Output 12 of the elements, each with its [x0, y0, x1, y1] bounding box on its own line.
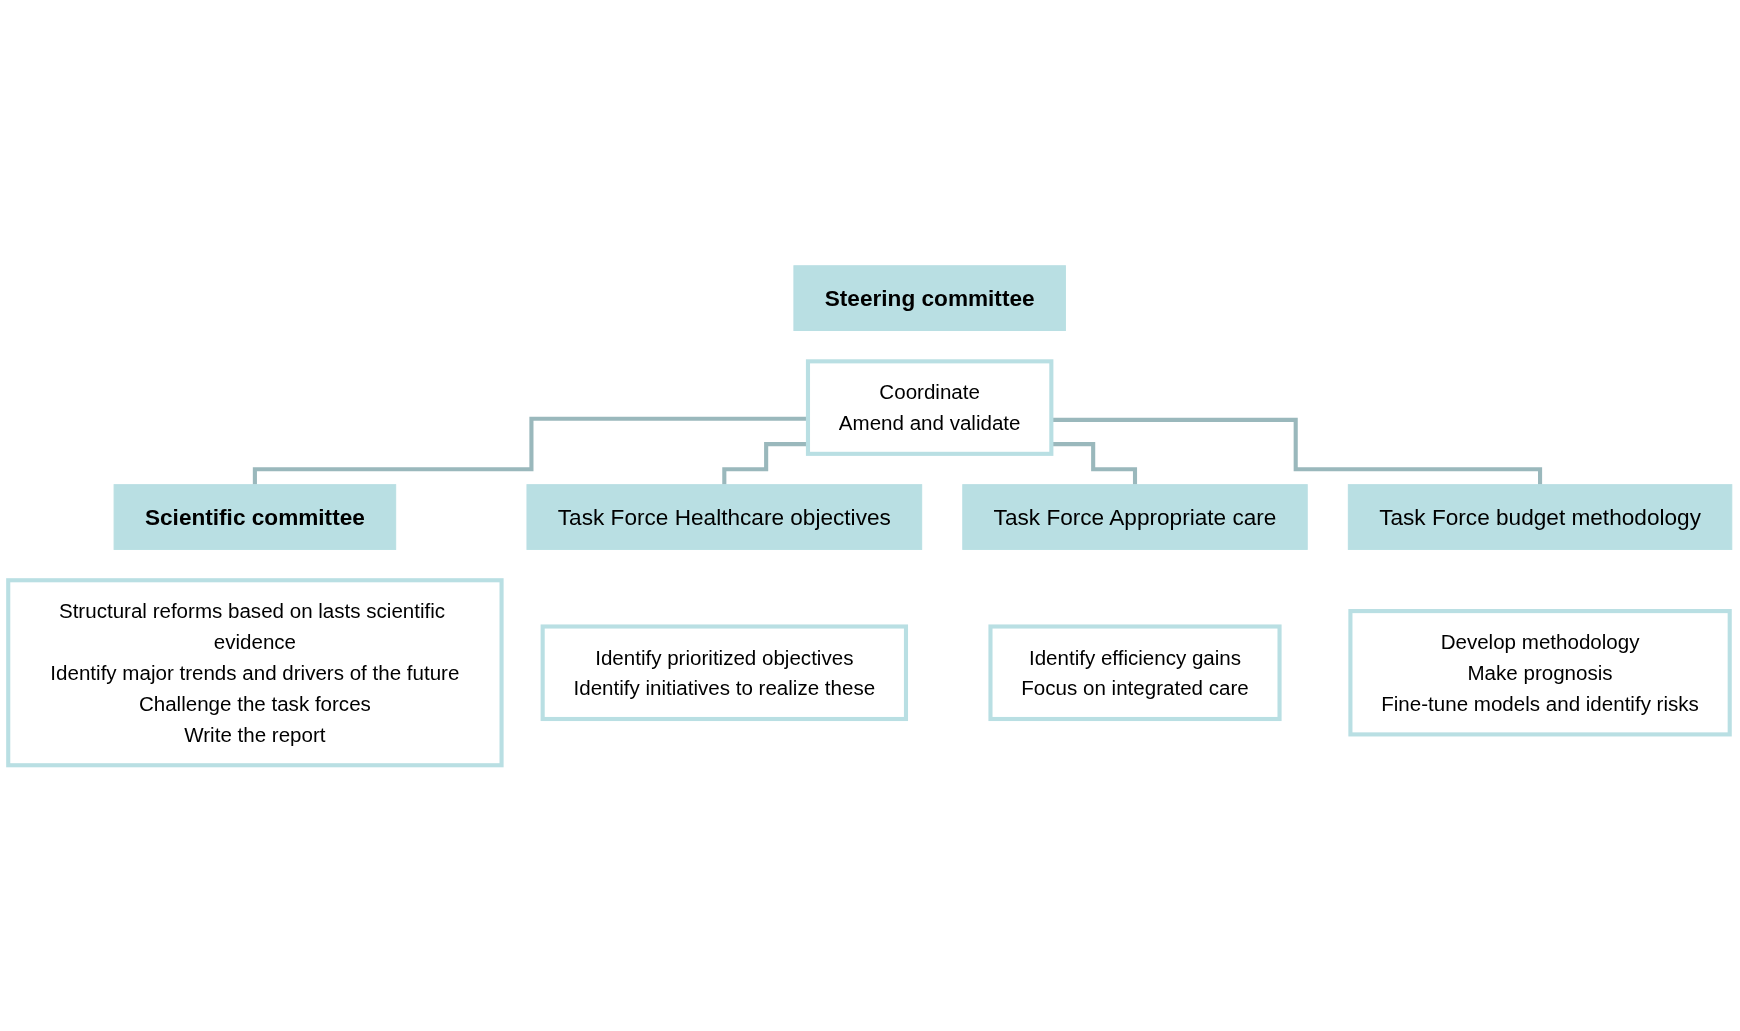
node-box: Coordinate Amend and validate [805, 359, 1054, 456]
node-box: Scientific committee [113, 484, 397, 550]
node-box: Steering committee [793, 265, 1066, 331]
node-box: Develop methodology Make prognosis Fine-tune models and identify risks [1348, 609, 1732, 737]
node-box: Task Force Appropriate care [962, 484, 1308, 550]
connector [252, 416, 808, 487]
node-box: Task Force budget methodology [1347, 484, 1733, 550]
node-box: Task Force Healthcare objectives [526, 484, 923, 550]
node-box: Structural reforms based on lasts scientific evidence Identify major trends and drivers of the future Challenge the task forces Write the report [6, 578, 504, 768]
connector [722, 442, 808, 487]
node-box: Identify prioritized objectives Identify initiatives to realize these [540, 624, 909, 722]
node-box: Identify efficiency gains Focus on integrated care [988, 624, 1282, 722]
